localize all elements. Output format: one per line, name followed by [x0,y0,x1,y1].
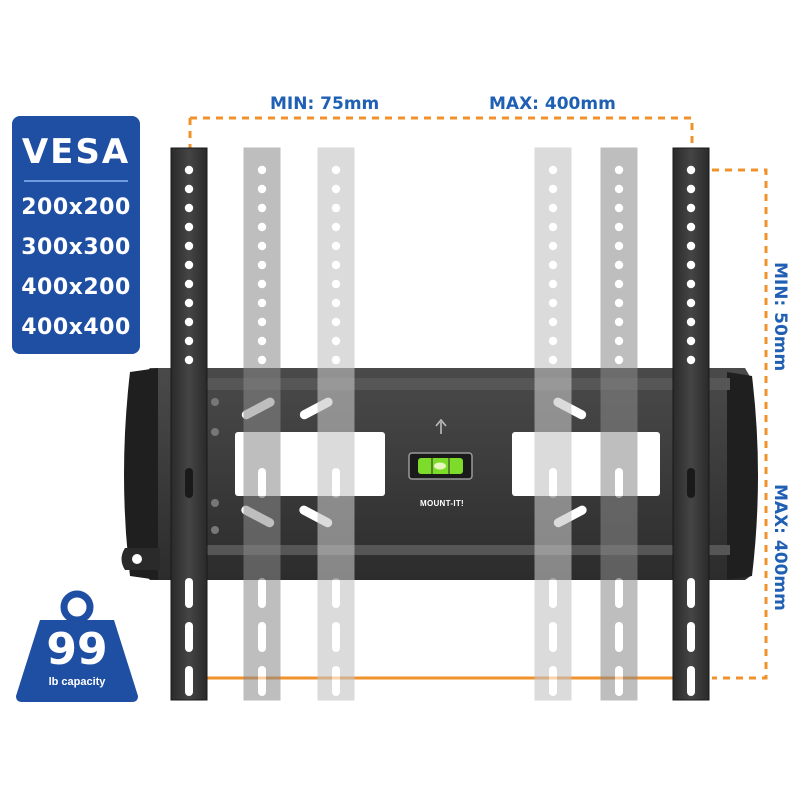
weight-icon [16,590,138,702]
horizontal-min-label: MIN: 75mm [270,94,380,114]
horizontal-max-label: MAX: 400mm [489,94,616,114]
vesa-size-item: 200x200 [21,195,131,220]
arm-left-inner [243,147,281,701]
wall-plate [121,368,758,580]
vesa-size-item: 300x300 [21,235,131,260]
mounting-arms [170,147,710,701]
vertical-max-label: MAX: 400mm [770,484,790,611]
vesa-size-item: 400x200 [21,275,131,300]
capacity-value: 99 [46,624,108,675]
bubble-level-icon [408,452,473,480]
arm-left-middle [317,147,355,701]
vesa-title: VESA [21,132,131,172]
brand-label: MOUNT-IT! [419,499,465,508]
arm-right-outer [672,147,710,701]
vertical-min-label: MIN: 50mm [770,262,790,372]
capacity-unit: lb capacity [48,676,106,688]
vesa-divider [24,180,128,182]
vesa-size-item: 400x400 [21,315,131,340]
arm-right-middle [534,147,572,701]
arm-left-outer [170,147,208,701]
vesa-badge: VESA 200x200 300x300 400x200 400x400 [12,116,140,354]
up-arrow-icon [435,418,447,434]
arm-right-inner [600,147,638,701]
